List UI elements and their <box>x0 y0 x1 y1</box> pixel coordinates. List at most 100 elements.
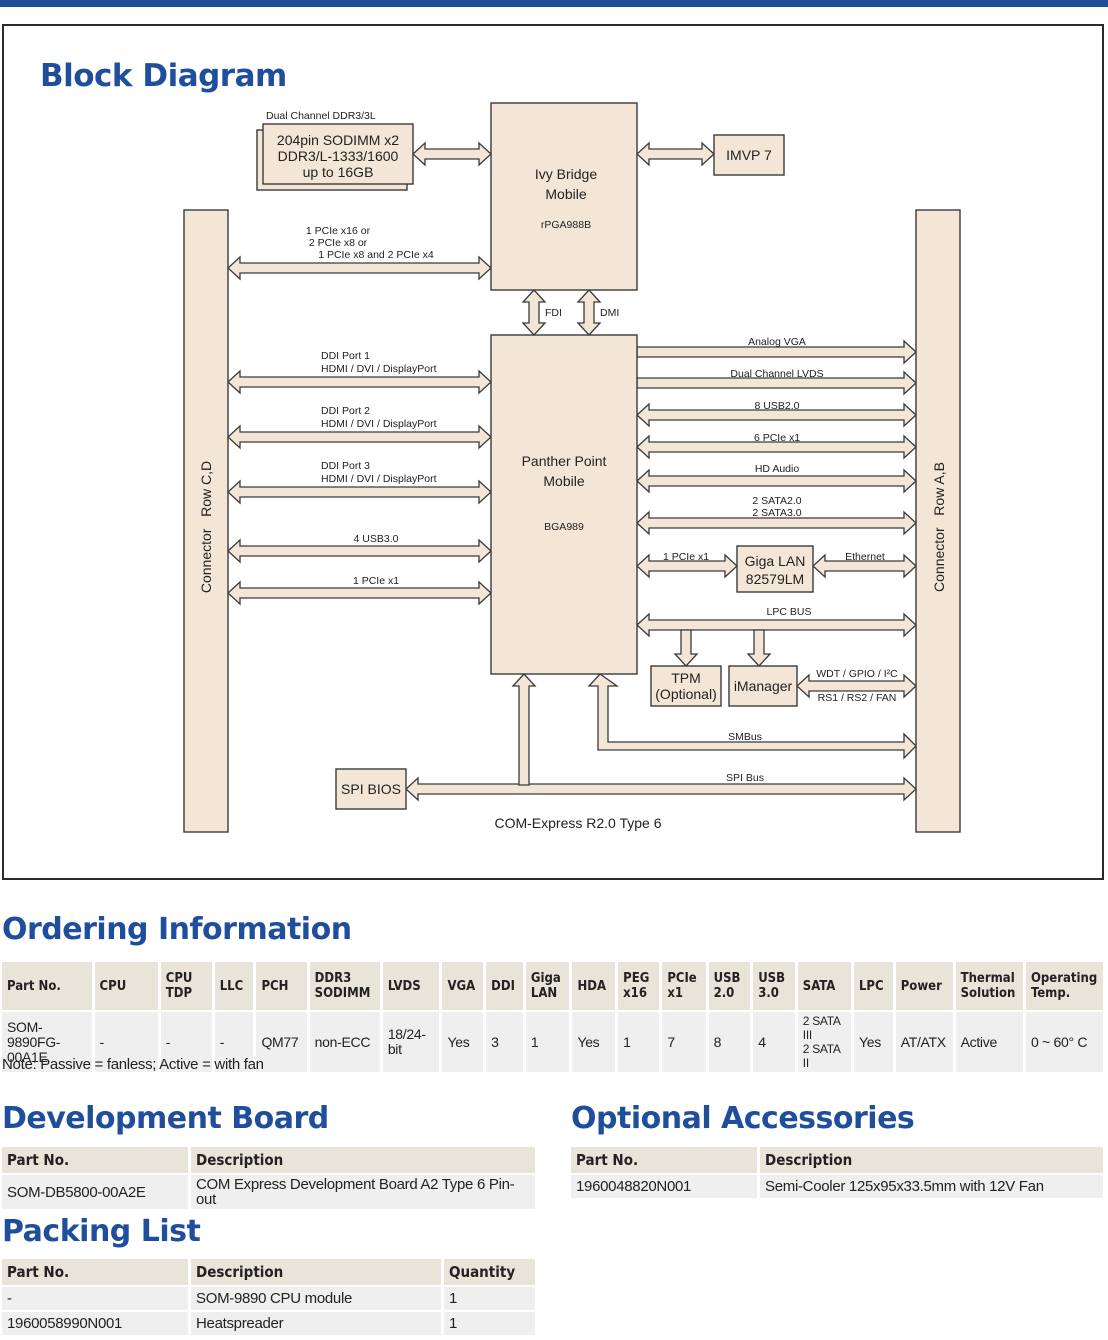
dev-board-header-row: Part No. Description <box>2 1147 538 1174</box>
top-accent-bar <box>0 0 1108 7</box>
pcie6-label: 6 PCIe x1 <box>754 432 800 444</box>
packing-header-row: Part No. Description Quantity <box>2 1259 538 1286</box>
ddi2-label-2: HDMI / DVI / DisplayPort <box>321 418 437 430</box>
cell-part-no: 1960048820N001 <box>571 1173 760 1198</box>
cpu-name-1: Ivy Bridge <box>535 166 597 182</box>
pcie6-arrow <box>636 434 917 460</box>
wdt-arrow <box>796 673 917 699</box>
ordering-col-4: PCH <box>254 962 310 1011</box>
pcie-cpu-label-1: 1 PCIe x16 or <box>306 225 371 237</box>
ordering-col-1: CPU <box>93 962 161 1011</box>
usb2-arrow <box>636 402 917 428</box>
ordering-cell-17: AT/ATX <box>894 1010 956 1072</box>
pch-block <box>490 334 638 675</box>
spi-bios-block <box>335 768 407 810</box>
cell-quantity: 1 <box>442 1310 538 1335</box>
packing-table: Part No. Description Quantity - SOM-9890… <box>2 1259 538 1335</box>
imanager-label: iManager <box>734 678 793 694</box>
pcie-left-label: 1 PCIe x1 <box>353 575 399 587</box>
ordering-cell-11: 1 <box>616 1010 663 1072</box>
pcie-cpu-label-2: 2 PCIe x8 or <box>309 237 368 249</box>
col-description: Description <box>189 1147 538 1174</box>
tpm-drop-arrow <box>673 629 699 667</box>
table-row: - SOM-9890 CPU module 1 <box>2 1285 538 1311</box>
ordering-col-8: DDI <box>484 962 526 1011</box>
dmi-label: DMI <box>600 307 619 319</box>
ordering-cell-2: - <box>159 1010 215 1072</box>
ordering-col-6: LVDS <box>381 962 443 1011</box>
rs-label: RS1 / RS2 / FAN <box>818 692 897 704</box>
cell-part-no: SOM-DB5800-00A2E <box>2 1173 191 1209</box>
giga-lan-block <box>736 545 814 593</box>
imanager-drop-arrow <box>746 629 772 667</box>
pch-name-2: Mobile <box>543 473 584 489</box>
ordering-cell-12: 7 <box>660 1010 709 1072</box>
ordering-title: Ordering Information <box>2 912 352 947</box>
cell-description: SOM-9890 CPU module <box>189 1285 444 1311</box>
cell-quantity: 1 <box>442 1285 538 1311</box>
sata-label-1: 2 SATA2.0 <box>752 495 801 507</box>
memory-line-2: DDR3/L-1333/1600 <box>278 148 399 164</box>
usb2-label: 8 USB2.0 <box>755 400 800 412</box>
tpm-label-1: TPM <box>671 670 701 686</box>
ordering-cell-7: Yes <box>440 1010 487 1072</box>
lpc-bus-label: LPC BUS <box>767 606 812 618</box>
cell-description: Semi-Cooler 125x95x33.5mm with 12V Fan <box>758 1173 1106 1198</box>
usb3-label: 4 USB3.0 <box>354 533 399 545</box>
connector-row-cd-label: Connector Row C,D <box>198 461 214 593</box>
analog-vga-label: Analog VGA <box>748 336 806 348</box>
hd-audio-arrow <box>636 468 917 494</box>
ordering-col-10: HDA <box>570 962 619 1011</box>
table-row: 1960048820N001 Semi-Cooler 125x95x33.5mm… <box>571 1173 1106 1198</box>
ethernet-label: Ethernet <box>845 551 885 563</box>
sata-label-2: 2 SATA3.0 <box>752 507 801 519</box>
block-diagram-title: Block Diagram <box>40 58 287 94</box>
ordering-cell-10: Yes <box>570 1010 619 1072</box>
col-quantity: Quantity <box>442 1259 538 1286</box>
ddi1-label-1: DDI Port 1 <box>321 350 370 362</box>
memory-line-1: 204pin SODIMM x2 <box>277 132 399 148</box>
diagram-caption: COM-Express R2.0 Type 6 <box>494 815 661 831</box>
ordering-cell-5: non-ECC <box>308 1010 383 1072</box>
giga-lan-label-2: 82579LM <box>746 571 804 587</box>
cell-description: Heatspreader <box>189 1310 444 1335</box>
cpu-name-2: Mobile <box>545 186 586 202</box>
giga-lan-label-1: Giga LAN <box>745 553 806 569</box>
ordering-cell-9: 1 <box>524 1010 573 1072</box>
ddi3-label-1: DDI Port 3 <box>321 460 370 472</box>
col-part-no: Part No. <box>2 1259 191 1286</box>
sata-arrow <box>636 510 917 536</box>
imvp-label: IMVP 7 <box>726 147 772 163</box>
dev-board-table: Part No. Description SOM-DB5800-00A2E CO… <box>2 1147 538 1209</box>
imanager-block <box>728 665 798 707</box>
col-description: Description <box>189 1259 444 1286</box>
ordering-cell-13: 8 <box>707 1010 754 1072</box>
imvp-arrow <box>636 141 715 167</box>
connector-row-ab <box>915 209 961 833</box>
col-part-no: Part No. <box>2 1147 191 1174</box>
dmi-arrow <box>576 289 602 336</box>
ddi2-arrow <box>227 424 492 450</box>
cell-part-no: - <box>2 1285 191 1311</box>
ordering-cell-1: - <box>93 1010 161 1072</box>
hd-audio-label: HD Audio <box>755 463 800 475</box>
connector-row-ab-label: Connector Row A,B <box>931 462 947 592</box>
pcie-lan-label: 1 PCIe x1 <box>663 551 709 563</box>
ordering-cell-19: 0 ~ 60° C <box>1024 1010 1107 1072</box>
memory-line-3: up to 16GB <box>303 164 374 180</box>
ordering-col-17: Power <box>894 962 956 1011</box>
tpm-label-2: (Optional) <box>655 686 716 702</box>
col-description: Description <box>758 1147 1106 1174</box>
pcie-lan-arrow <box>636 553 738 579</box>
ordering-cell-18: Active <box>954 1010 1026 1072</box>
ordering-col-3: LLC <box>213 962 257 1011</box>
imvp-block <box>713 134 785 176</box>
ordering-cell-16: Yes <box>852 1010 896 1072</box>
